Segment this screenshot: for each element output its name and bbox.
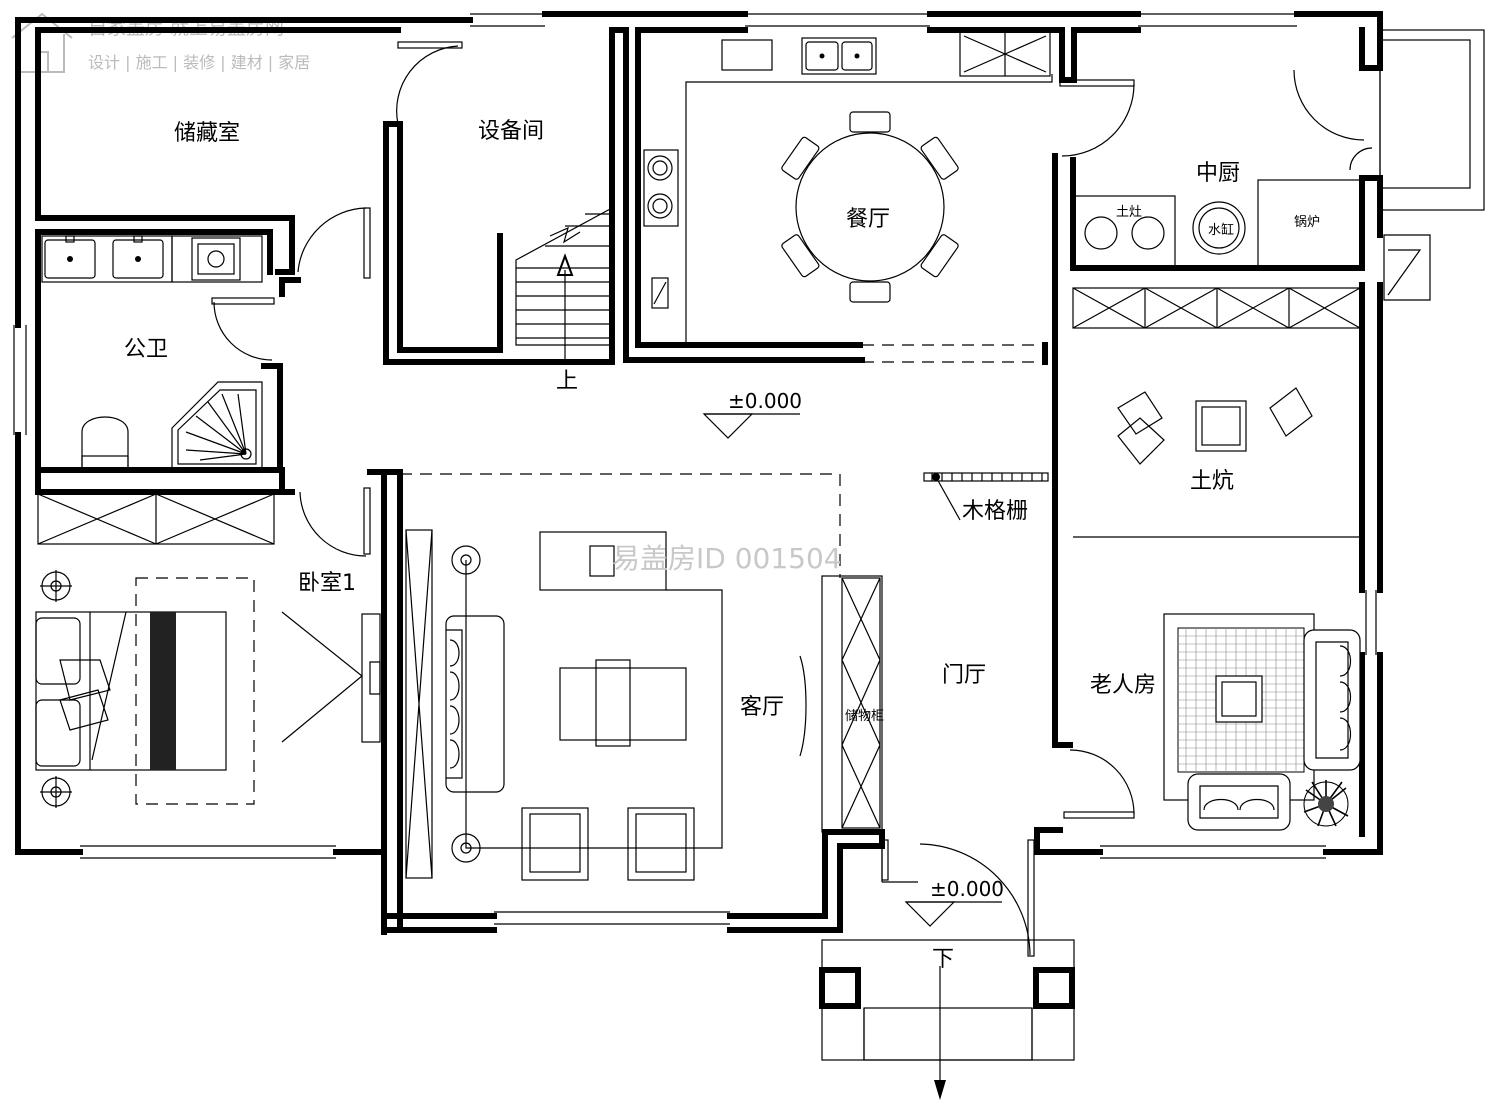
dining-table xyxy=(781,111,959,303)
middle-kitchen-fixtures xyxy=(1074,179,1363,267)
label-living-room: 客厅 xyxy=(740,695,784,720)
label-stairs-down: 下 xyxy=(932,947,954,972)
level-entrance: ±0.000 xyxy=(930,877,1004,901)
label-water-jar: 水缸 xyxy=(1208,222,1234,238)
kang-room xyxy=(1072,287,1362,538)
dining-opening xyxy=(862,344,1045,363)
label-boiler: 锅炉 xyxy=(1294,214,1320,230)
walls xyxy=(15,11,1383,935)
label-equipment-room: 设备间 xyxy=(478,119,544,144)
watermark-id: 易盖房ID 001504 xyxy=(612,542,842,575)
bathroom-fixtures xyxy=(41,235,263,471)
wood-grille xyxy=(923,472,1049,521)
label-earth-stove: 土灶 xyxy=(1116,205,1142,220)
label-storage-cabinet: 储物柜 xyxy=(845,709,884,724)
label-foyer: 门厅 xyxy=(942,663,986,688)
label-middle-kitchen: 中厨 xyxy=(1196,161,1240,186)
label-wood-grille: 木格栅 xyxy=(962,499,1028,524)
level-marker-interior xyxy=(702,413,800,439)
windows xyxy=(13,13,1431,925)
label-dining-room: 餐厅 xyxy=(846,207,890,232)
label-bathroom: 公卫 xyxy=(124,337,168,362)
plant-icon xyxy=(1303,780,1349,827)
label-kang: 土炕 xyxy=(1190,469,1234,494)
logo-services: 设计 | 施工 | 装修 | 建材 | 家居 xyxy=(88,53,310,72)
staircase xyxy=(515,206,613,360)
doors xyxy=(211,29,1485,957)
entrance-steps xyxy=(819,939,1075,1100)
level-marker-entrance xyxy=(904,901,1002,927)
label-storage-room: 储藏室 xyxy=(174,121,240,146)
label-bedroom1: 卧室1 xyxy=(298,571,356,596)
level-interior: ±0.000 xyxy=(728,389,802,413)
label-stairs-up: 上 xyxy=(556,369,578,394)
living-room-furniture xyxy=(400,473,883,881)
label-elder-room: 老人房 xyxy=(1090,673,1156,698)
bedroom1-furniture xyxy=(35,493,381,808)
elder-room-furniture xyxy=(1163,613,1361,831)
kitchen-fixtures xyxy=(643,31,1053,345)
